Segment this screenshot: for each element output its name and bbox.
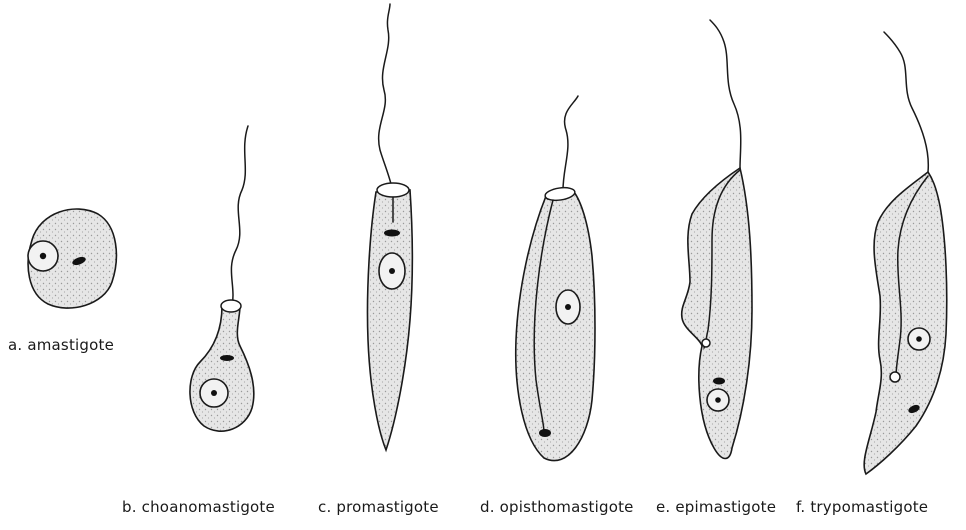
epimastigote-flagellar-pocket <box>702 339 710 347</box>
trypomastigote-flagellum <box>884 32 928 172</box>
trypomastigote-flagellar-pocket <box>890 372 900 382</box>
epimastigote-figure <box>682 20 752 459</box>
promastigote-figure <box>367 4 412 450</box>
epimastigote-body <box>682 168 752 459</box>
promastigote-body <box>367 190 412 450</box>
choanomastigote-figure <box>190 126 254 431</box>
choanomastigote-body <box>190 306 254 431</box>
promastigote-nucleolus <box>389 268 395 274</box>
choanomastigote-flagellum <box>231 126 248 307</box>
promastigote-pocket <box>377 183 409 197</box>
epimastigote-kinetoplast <box>713 378 725 385</box>
trypomastigote-figure <box>864 32 947 474</box>
opisthomastigote-kinetoplast <box>539 429 551 437</box>
epimastigote-nucleolus <box>715 397 721 403</box>
opisthomastigote-figure <box>516 96 595 461</box>
label-choanomastigote: b. choanomastigote <box>122 498 275 516</box>
opisthomastigote-body <box>516 192 595 461</box>
promastigote-flagellum <box>379 4 395 212</box>
label-promastigote: c. promastigote <box>318 498 439 516</box>
choanomastigote-kinetoplast <box>220 355 234 361</box>
label-epimastigote: e. epimastigote <box>656 498 776 516</box>
choanomastigote-nucleolus <box>211 390 217 396</box>
choanomastigote-collar <box>221 300 241 312</box>
label-amastigote: a. amastigote <box>8 336 114 354</box>
opisthomastigote-nucleolus <box>565 304 571 310</box>
amastigote-figure <box>28 209 116 308</box>
amastigote-nucleolus <box>40 253 46 259</box>
epimastigote-flagellum <box>710 20 741 168</box>
promastigote-kinetoplast <box>384 230 400 237</box>
label-trypomastigote: f. trypomastigote <box>796 498 928 516</box>
opisthomastigote-flagellum <box>563 96 578 194</box>
label-opisthomastigote: d. opisthomastigote <box>480 498 634 516</box>
trypomastigote-nucleolus <box>916 336 922 342</box>
